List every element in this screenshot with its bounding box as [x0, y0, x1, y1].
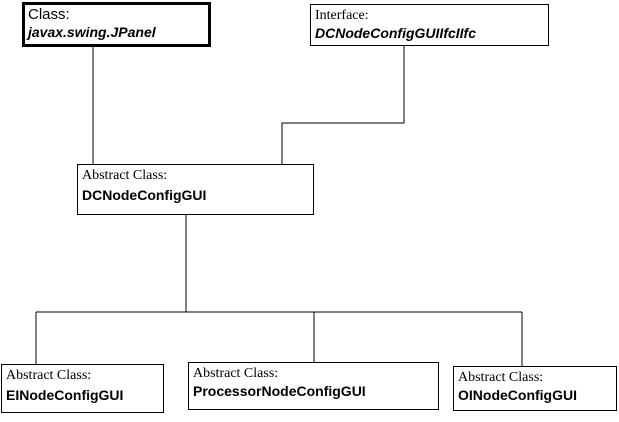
- node-kind-label: Class:: [28, 6, 70, 23]
- node-kind-label: Abstract Class:: [82, 168, 168, 183]
- interface-node-dcnodeconfigguiifc: Interface: DCNodeConfigGUIIfcIIfc: [310, 4, 549, 46]
- node-name-label: ProcessorNodeConfigGUI: [193, 383, 366, 399]
- node-kind-label: Interface:: [315, 8, 369, 23]
- node-kind-label: Abstract Class:: [6, 368, 92, 383]
- edge-interface-abstract: [281, 46, 405, 164]
- node-name-label: OINodeConfigGUI: [458, 387, 577, 403]
- abstract-node-dcnodeconfiggui: Abstract Class: DCNodeConfigGUI: [77, 164, 314, 215]
- node-name-label: javax.swing.JPanel: [28, 24, 156, 40]
- abstract-node-processornodeconfiggui: Abstract Class: ProcessorNodeConfigGUI: [188, 362, 439, 410]
- abstract-node-einodeconfiggui: Abstract Class: EINodeConfigGUI: [1, 364, 164, 413]
- class-node-jpanel: Class: javax.swing.JPanel: [22, 2, 211, 47]
- node-name-label: EINodeConfigGUI: [6, 387, 124, 403]
- node-kind-label: Abstract Class:: [458, 370, 544, 385]
- node-kind-label: Abstract Class:: [193, 366, 279, 381]
- node-name-label: DCNodeConfigGUI: [82, 187, 207, 203]
- abstract-node-oinodeconfiggui: Abstract Class: OINodeConfigGUI: [453, 366, 617, 411]
- node-name-label: DCNodeConfigGUIIfcIIfc: [315, 25, 476, 41]
